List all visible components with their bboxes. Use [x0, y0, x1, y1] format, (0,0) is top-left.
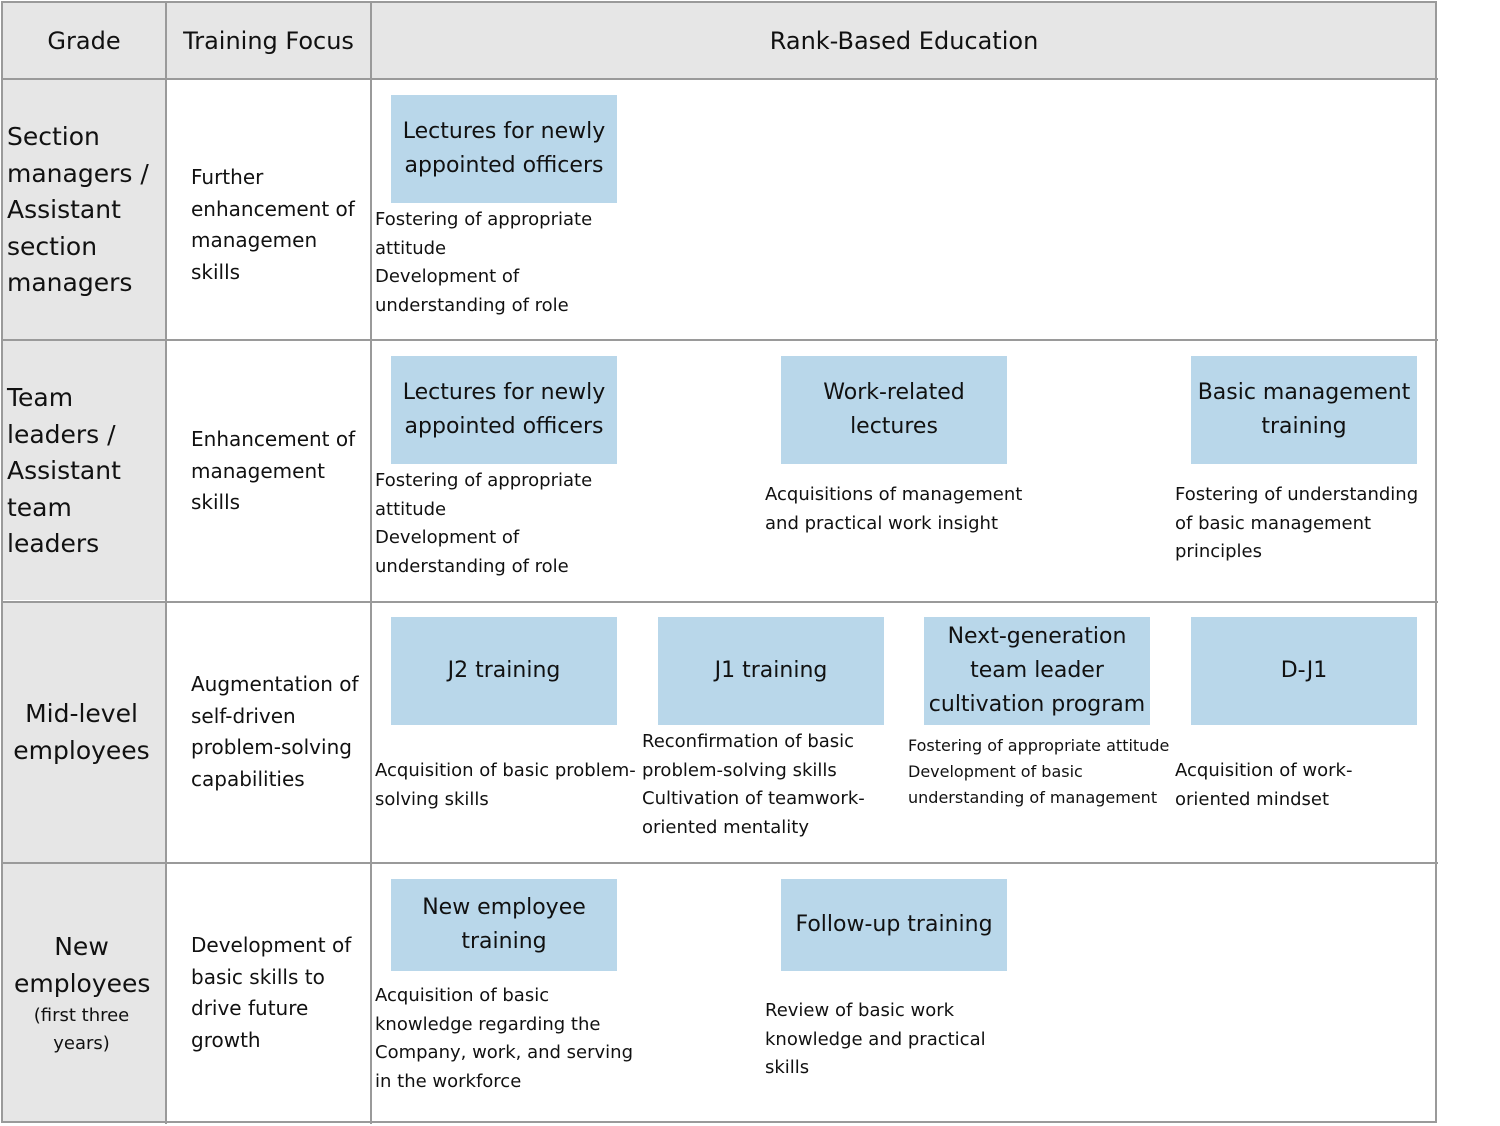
- program-box: Lectures for newly appointed officers: [391, 95, 617, 203]
- header-education-label: Rank-Based Education: [769, 26, 1039, 55]
- header-focus: Training Focus: [167, 3, 370, 78]
- program-description: Fostering of appropriate attitude Develo…: [375, 467, 637, 581]
- program-box: J1 training: [658, 617, 884, 725]
- training-focus: Enhancement of management skills: [191, 427, 356, 515]
- grade-label: New employees (first three years): [0, 929, 163, 1058]
- program-title: Lectures for newly appointed officers: [402, 380, 606, 439]
- description-line: Acquisition of basic problem-solving ski…: [375, 760, 636, 810]
- grade-cell-team-leaders: [3, 341, 165, 600]
- program-title: New employee training: [422, 895, 586, 954]
- header-grade: Grade: [3, 3, 165, 78]
- description-line: Reconfirmation of basic problem-solving …: [642, 731, 855, 781]
- program-box: Next-generation team leader cultivation …: [924, 617, 1150, 725]
- grade-label: Team leaders / Assistant team leaders: [7, 383, 121, 559]
- grid-vline-1: [165, 1, 167, 1124]
- grade-cell-new-employees: [3, 864, 165, 1123]
- table-frame: [1, 1, 1437, 1123]
- program-box: J2 training: [391, 617, 617, 725]
- training-focus: Further enhancement of managemen skills: [191, 165, 355, 285]
- program-box: Follow-up training: [781, 879, 1007, 971]
- grid-vline-2: [370, 1, 372, 1124]
- program-title: Next-generation team leader cultivation …: [928, 624, 1146, 717]
- description-line: Fostering of understanding of basic mana…: [1175, 484, 1419, 562]
- program-description: Acquisition of basic problem-solving ski…: [375, 757, 637, 814]
- training-focus: Augmentation of self-driven problem-solv…: [191, 672, 359, 792]
- grade-cell-mid-level: [3, 603, 165, 862]
- grade-label-text: New employees: [14, 932, 151, 998]
- header-education: Rank-Based Education: [372, 3, 1436, 78]
- program-description: Acquisition of work-oriented mindset: [1175, 757, 1390, 814]
- program-box: Basic management training: [1191, 356, 1417, 464]
- grid-hline-1: [1, 78, 1438, 80]
- program-description: Fostering of appropriate attitude Develo…: [375, 206, 637, 320]
- description-line: Development of understanding of role: [375, 266, 569, 316]
- program-description: Reconfirmation of basic problem-solving …: [642, 728, 904, 842]
- program-title: Lectures for newly appointed officers: [402, 119, 606, 178]
- program-description: Acquisitions of management and practical…: [765, 481, 1025, 538]
- program-box: Work-related lectures: [781, 356, 1007, 464]
- description-line: Fostering of appropriate attitude: [375, 470, 593, 520]
- grade-note: (first three years): [33, 1005, 130, 1055]
- program-description: Acquisition of basic knowledge regarding…: [375, 982, 639, 1096]
- program-title: J1 training: [714, 658, 828, 683]
- program-box: Lectures for newly appointed officers: [391, 356, 617, 464]
- program-description: Fostering of understanding of basic mana…: [1175, 481, 1433, 567]
- program-box: New employee training: [391, 879, 617, 971]
- description-line: Fostering of appropriate attitude: [375, 209, 593, 259]
- description-line: Acquisition of work-oriented mindset: [1175, 760, 1353, 810]
- grid-hline-3: [1, 601, 1438, 603]
- grade-cell-section-managers: [3, 80, 165, 339]
- description-line: Acquisitions of management and practical…: [765, 484, 1023, 534]
- description-line: Development of understanding of role: [375, 527, 569, 577]
- grid-hline-4: [1, 862, 1438, 864]
- program-box: D-J1: [1191, 617, 1417, 725]
- description-line: Fostering of appropriate attitude: [908, 736, 1170, 755]
- training-focus: Development of basic skills to drive fut…: [191, 933, 352, 1053]
- program-title: Follow-up training: [795, 912, 993, 937]
- program-title: Basic management training: [1197, 380, 1411, 439]
- description-line: Development of basic understanding of ma…: [908, 762, 1158, 807]
- description-line: Cultivation of teamwork-oriented mentali…: [642, 788, 865, 838]
- program-description: Review of basic work knowledge and pract…: [765, 997, 1005, 1083]
- grid-hline-2: [1, 339, 1438, 341]
- description-line: Review of basic work knowledge and pract…: [765, 1000, 986, 1078]
- program-title: Work-related lectures: [823, 380, 965, 439]
- grade-label: Mid-level employees: [13, 699, 150, 765]
- description-line: Acquisition of basic knowledge regarding…: [375, 985, 634, 1092]
- header-grade-label: Grade: [47, 26, 121, 55]
- program-title: J2 training: [447, 658, 561, 683]
- program-description: Fostering of appropriate attitude Develo…: [908, 733, 1170, 811]
- header-focus-label: Training Focus: [183, 26, 354, 55]
- program-title: D-J1: [1280, 658, 1328, 683]
- grade-label: Section managers / Assistant section man…: [7, 122, 149, 298]
